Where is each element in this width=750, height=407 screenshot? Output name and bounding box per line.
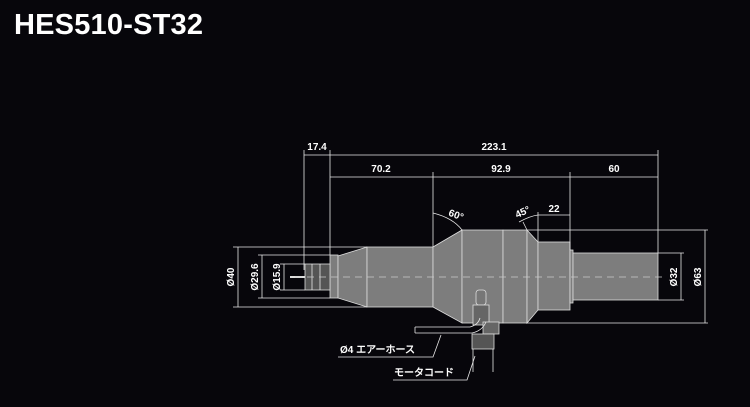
- dim-dia-40: Ø40: [226, 267, 237, 286]
- dim-seg3: 60: [608, 164, 620, 175]
- motor-cord-label: モータコード: [394, 367, 454, 379]
- dim-front-length: 17.4: [307, 142, 327, 153]
- air-hose-label: Ø4 エアーホース: [340, 344, 415, 356]
- dim-dia-29-6: Ø29.6: [250, 263, 261, 291]
- air-motor-fitting: [414, 289, 500, 372]
- dim-overall-length: 223.1: [481, 142, 506, 153]
- page-title: HES510-ST32: [14, 9, 204, 41]
- dim-angle-60: 60°: [447, 208, 465, 224]
- dim-step: 22: [548, 204, 560, 215]
- dim-seg2: 92.9: [491, 164, 511, 175]
- dim-dia-63: Ø63: [693, 267, 704, 286]
- spindle-body: [329, 228, 659, 325]
- dim-dia-15-9: Ø15.9: [272, 263, 283, 291]
- dimension-lines: [233, 150, 708, 381]
- dim-dia-32: Ø32: [669, 267, 680, 286]
- dim-angle-45: 45°: [514, 205, 532, 221]
- dim-seg1: 70.2: [371, 164, 391, 175]
